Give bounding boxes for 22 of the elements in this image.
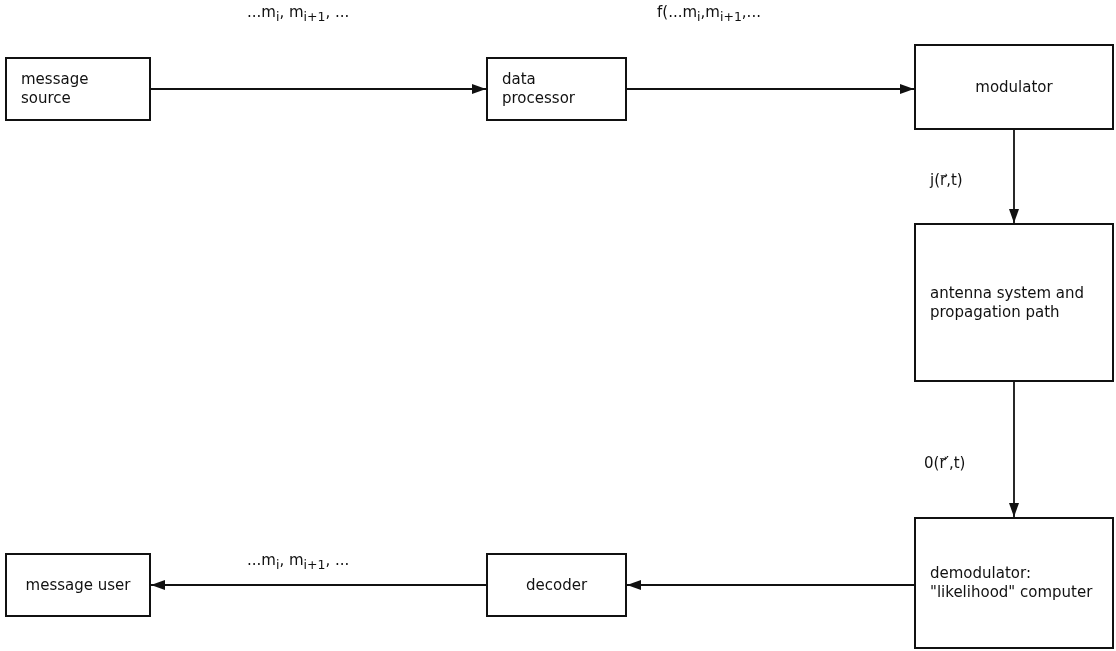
arrow — [150, 580, 487, 590]
edge-label: j(r⃗,t) — [928, 172, 965, 189]
edge-label: 0(r⃗′,t) — [922, 455, 968, 472]
box-label: decoder — [525, 575, 588, 595]
box-label: modulator — [975, 77, 1053, 97]
arrow — [626, 580, 915, 590]
box-label: data processor — [502, 70, 576, 108]
process-box — [914, 517, 1114, 649]
process-box — [914, 223, 1114, 382]
arrow — [1009, 381, 1019, 518]
arrow — [150, 84, 487, 94]
arrow — [1009, 129, 1019, 224]
box-label: demodulator: "likelihood" computer — [930, 564, 1094, 602]
process-box — [914, 44, 1114, 130]
box-label: message user — [25, 575, 131, 595]
process-box — [486, 57, 627, 121]
process-box — [486, 553, 627, 617]
box-label: message source — [21, 70, 90, 108]
arrow — [626, 84, 915, 94]
box-label: antenna system and propagation path — [930, 283, 1085, 322]
process-box — [5, 553, 151, 617]
process-box — [5, 57, 151, 121]
